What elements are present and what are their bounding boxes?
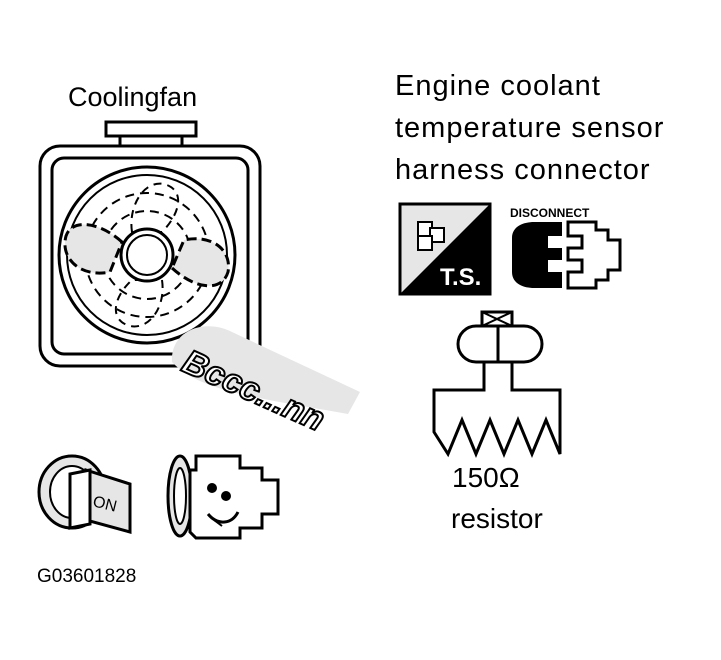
cooling-fan-icon [38, 120, 262, 368]
ignition-key-icon: ON [37, 454, 132, 534]
resistor-word-label: resistor [451, 503, 543, 534]
ect-sensor-label-line3: harness connector [395, 154, 651, 186]
disconnect-label: DISCONNECT [510, 206, 590, 220]
disconnect-connector-icon: DISCONNECT [510, 206, 622, 290]
tester-icon: T.S. [398, 202, 492, 296]
ect-sensor-label-line1: Engine coolant [395, 70, 601, 102]
harness-connector-icon [456, 310, 544, 364]
cooling-fan-label: Coolingfan [68, 82, 198, 112]
resistor-icon [432, 362, 562, 458]
engine-running-icon [166, 454, 280, 540]
ts-badge-text: T.S. [440, 264, 481, 291]
ignition-on-label: ON [91, 493, 118, 515]
fan-sound-effect: Bccc...nn [171, 326, 360, 440]
ect-sensor-label-line2: temperature sensor [395, 112, 665, 144]
resistor-value-label: 150Ω [452, 462, 520, 493]
figure-id: G03601828 [37, 566, 137, 587]
